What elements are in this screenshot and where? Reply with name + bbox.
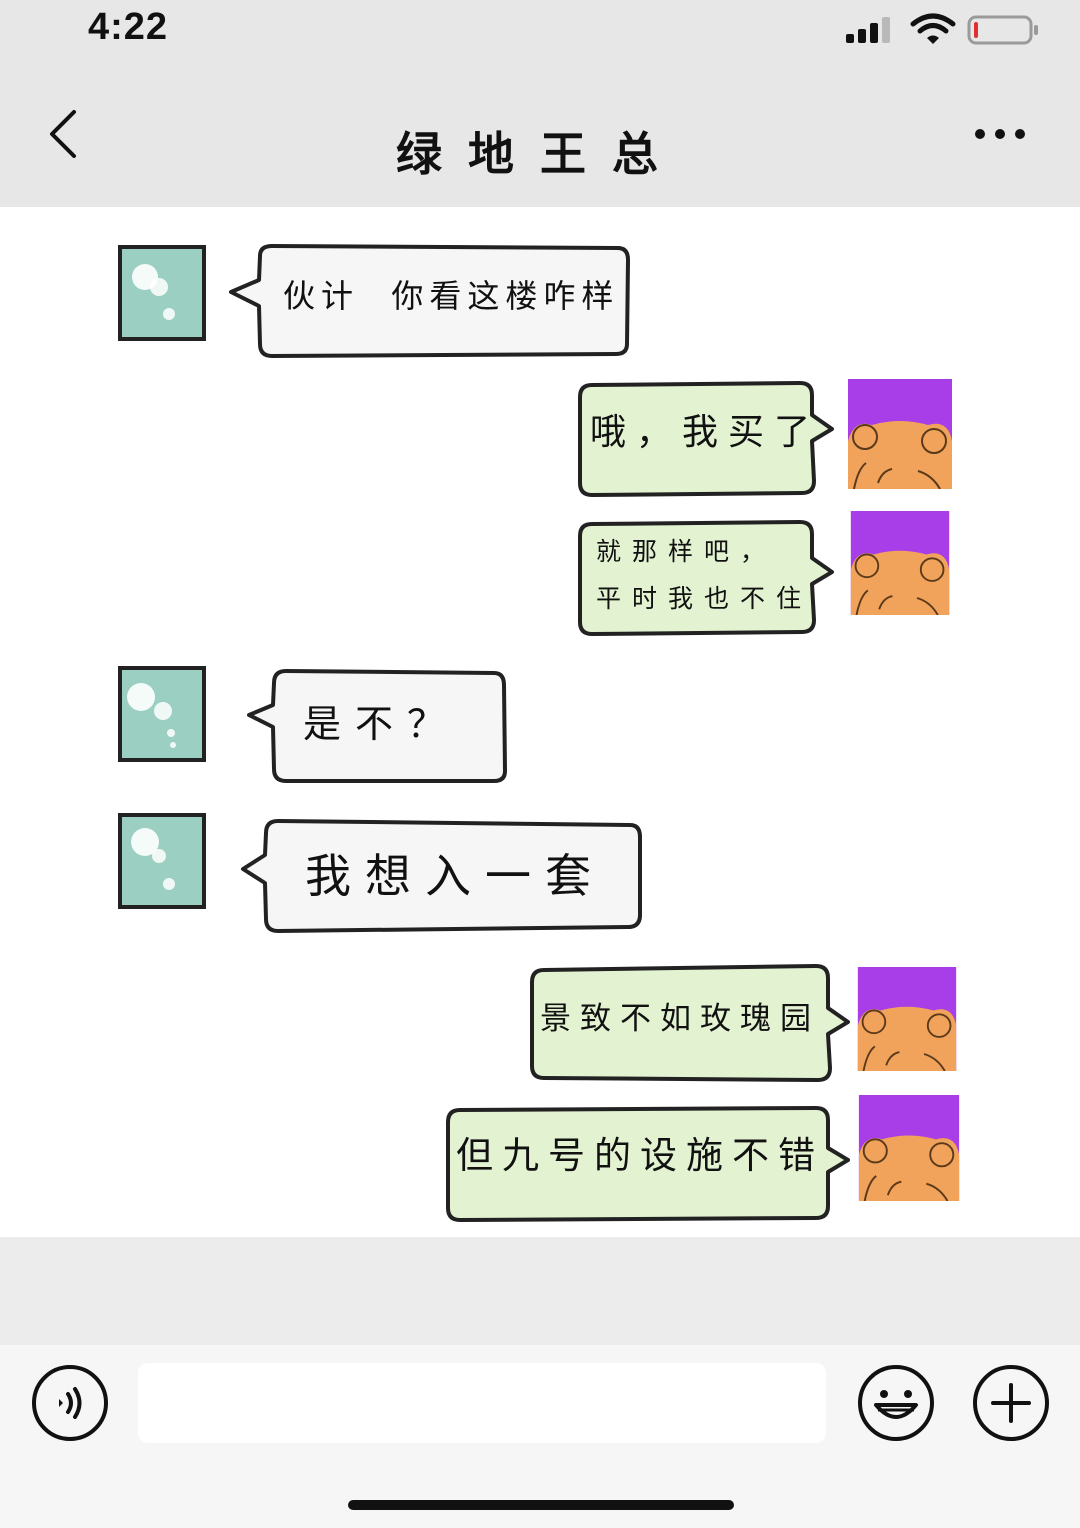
battery-icon <box>967 15 1038 45</box>
status-bar: 4:22 <box>0 0 1080 70</box>
more-functions-button[interactable] <box>971 1363 1051 1443</box>
message-bubble[interactable] <box>238 815 648 939</box>
emoji-icon <box>858 1365 934 1441</box>
message-bubble[interactable] <box>442 1102 854 1228</box>
wifi-icon <box>910 13 956 44</box>
message-bubble[interactable] <box>526 962 854 1088</box>
self-avatar[interactable] <box>848 511 952 615</box>
chat-title: 绿地王总 <box>396 127 684 181</box>
message-text: 但九号的设施不错 <box>456 1134 824 1177</box>
chat-area: 伙计 你看这楼咋样 哦，我买了 就那样吧， 平时我也不住 <box>0 207 1080 1237</box>
message-text: 我想入一套 <box>305 849 605 903</box>
contact-avatar[interactable] <box>117 244 209 344</box>
more-button[interactable] <box>968 114 1032 154</box>
signal-icon <box>846 17 890 43</box>
panel-divider <box>0 1237 1080 1345</box>
voice-icon <box>59 1387 82 1419</box>
contact-avatar[interactable] <box>117 665 209 765</box>
input-bar <box>0 1345 1080 1528</box>
self-avatar[interactable] <box>857 1095 961 1201</box>
contact-avatar[interactable] <box>117 811 209 913</box>
more-icon <box>975 129 1025 139</box>
message-bubble[interactable] <box>244 665 510 791</box>
nav-bar: 绿地王总 <box>0 70 1080 207</box>
status-time: 4:22 <box>88 6 169 48</box>
emoji-button[interactable] <box>856 1363 936 1443</box>
message-text: 景致不如玫瑰园 <box>540 1001 820 1037</box>
message-text: 哦，我买了 <box>590 412 821 453</box>
voice-button[interactable] <box>30 1363 110 1443</box>
message-text-line: 平时我也不住 <box>596 584 813 613</box>
message-input[interactable] <box>138 1363 826 1443</box>
message-text: 伙计 你看这楼咋样 <box>283 277 620 315</box>
message-text: 是不？ <box>303 702 460 746</box>
back-button[interactable] <box>40 104 90 164</box>
self-avatar[interactable] <box>848 379 952 489</box>
plus-icon <box>973 1365 1049 1441</box>
home-indicator <box>348 1500 734 1510</box>
chevron-left-icon <box>50 110 76 158</box>
self-avatar[interactable] <box>855 967 959 1071</box>
message-bubble[interactable] <box>574 516 838 642</box>
message-bubble[interactable] <box>226 240 636 366</box>
message-text-line: 就那样吧， <box>596 537 777 566</box>
message-bubble[interactable] <box>574 377 838 503</box>
